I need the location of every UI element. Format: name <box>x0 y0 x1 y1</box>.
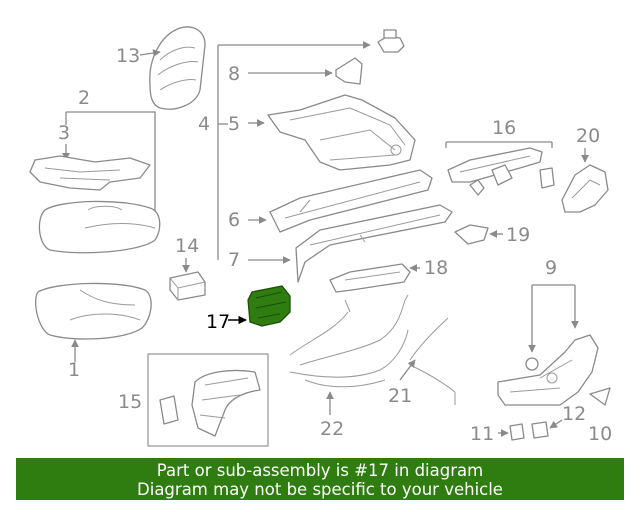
callout-12: 12 <box>562 403 586 425</box>
part-7-rail: 7 <box>228 204 453 283</box>
part-13-headrest: 13 <box>116 26 206 110</box>
part-16: 16 <box>445 117 555 196</box>
part-1-cushion-assy: 1 <box>35 282 152 381</box>
callout-19: 19 <box>506 224 530 246</box>
part-22-cables: 22 <box>289 294 409 440</box>
callout-6: 6 <box>228 209 240 231</box>
callout-16: 16 <box>492 117 516 139</box>
callout-14: 14 <box>175 235 199 257</box>
callout-15: 15 <box>118 391 142 413</box>
part-19: 19 <box>454 224 530 246</box>
callout-9: 9 <box>545 257 557 279</box>
part-2-3-cushion: 2 3 <box>29 87 161 254</box>
part-15-inset: 15 <box>118 353 269 447</box>
banner-line-1: Part or sub-assembly is #17 in diagram <box>156 461 484 480</box>
callout-1: 1 <box>68 359 80 381</box>
callout-3: 3 <box>58 122 70 144</box>
callout-5: 5 <box>228 113 240 135</box>
callout-13: 13 <box>116 45 140 67</box>
callout-4: 4 <box>198 113 210 135</box>
part-8: 8 <box>228 57 363 85</box>
part-5-frame: 5 <box>228 94 416 171</box>
callout-21: 21 <box>388 385 412 407</box>
part-21-cable: 21 <box>388 317 456 407</box>
part-6-rail: 6 <box>228 169 433 233</box>
part-18: 18 <box>329 257 448 293</box>
part-10: 10 <box>588 387 612 445</box>
callout-18: 18 <box>424 257 448 279</box>
part-nut <box>377 29 405 53</box>
part-20: 20 <box>561 125 609 213</box>
callout-22: 22 <box>320 418 344 440</box>
info-banner: Part or sub-assembly is #17 in diagram D… <box>16 458 624 500</box>
callout-8: 8 <box>228 63 240 85</box>
callout-2: 2 <box>78 87 90 109</box>
callout-7: 7 <box>228 249 240 271</box>
callout-11: 11 <box>470 423 494 445</box>
part-11-12: 11 12 <box>470 403 586 445</box>
part-9-shield: 9 <box>497 257 599 406</box>
callout-10: 10 <box>588 423 612 445</box>
banner-line-2: Diagram may not be specific to your vehi… <box>137 480 503 499</box>
part-14-module: 14 <box>169 235 206 301</box>
callout-20: 20 <box>576 125 600 147</box>
part-17-highlighted: 17 <box>206 285 291 333</box>
bracket-4: 4 <box>198 41 371 260</box>
callout-17: 17 <box>206 311 230 333</box>
